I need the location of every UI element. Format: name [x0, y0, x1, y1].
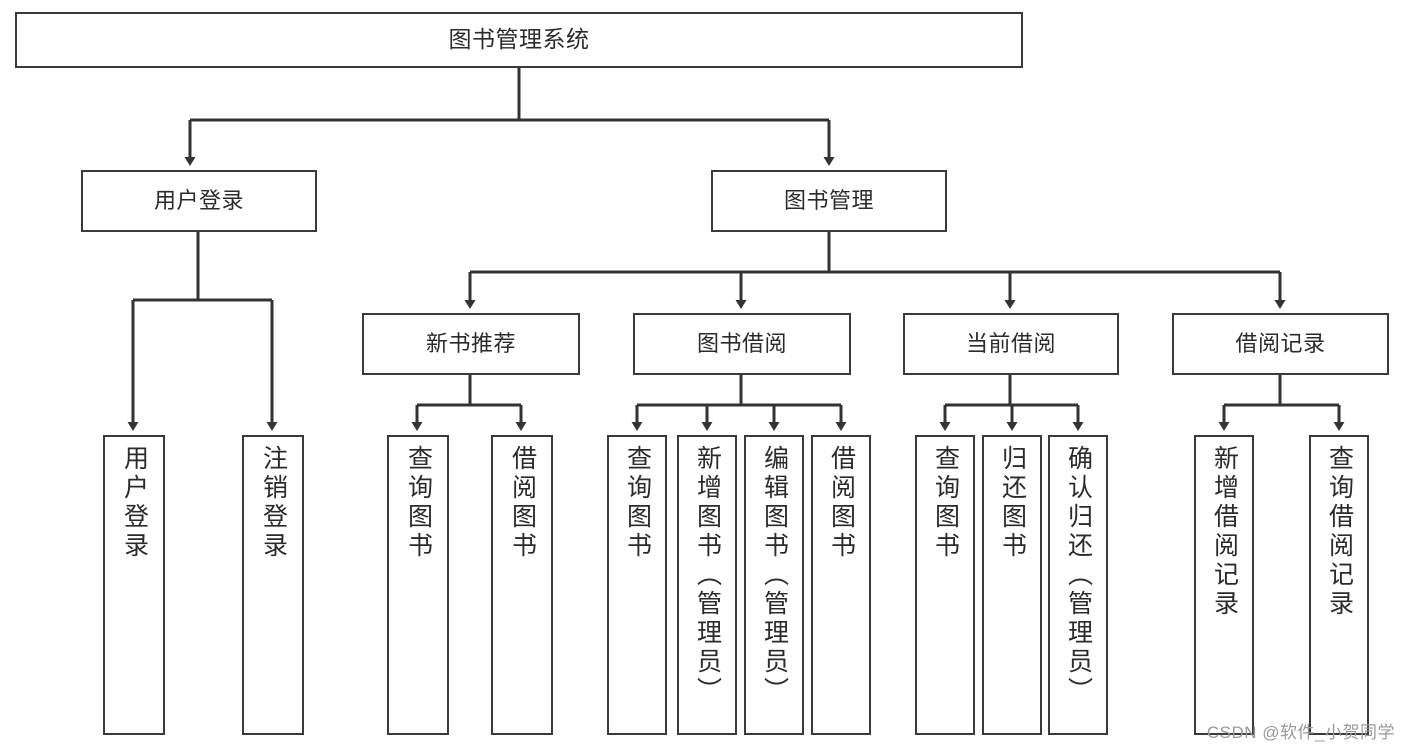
leaf-query-book-current[interactable]: 查询图书	[915, 435, 975, 735]
leaf-borrow-book-new[interactable]: 借阅图书	[491, 435, 553, 735]
leaf-add-book-admin[interactable]: 新增图书（管理员）	[677, 435, 737, 735]
node-new-book-recommendation[interactable]: 新书推荐	[362, 313, 580, 375]
leaf-query-borrow-record[interactable]: 查询借阅记录	[1309, 435, 1369, 735]
node-user-login[interactable]: 用户登录	[81, 170, 317, 232]
leaf-query-book-borrow[interactable]: 查询图书	[607, 435, 667, 735]
node-book-borrowing[interactable]: 图书借阅	[633, 313, 851, 375]
csdn-watermark: CSDN @软件_小贺同学	[1206, 723, 1395, 742]
node-borrowing-record[interactable]: 借阅记录	[1172, 313, 1389, 375]
leaf-add-borrow-record[interactable]: 新增借阅记录	[1194, 435, 1254, 735]
node-label: 图书管理系统	[448, 26, 590, 53]
node-label: 借阅图书	[508, 445, 537, 561]
node-label: 用户登录	[120, 445, 149, 561]
node-book-management[interactable]: 图书管理	[711, 170, 947, 232]
node-label: 查询图书	[404, 445, 433, 561]
leaf-edit-book-admin[interactable]: 编辑图书（管理员）	[744, 435, 804, 735]
node-label: 编辑图书（管理员）	[760, 445, 789, 706]
node-label: 新增借阅记录	[1210, 445, 1239, 619]
node-label: 图书借阅	[696, 331, 787, 357]
node-label: 用户登录	[153, 188, 244, 214]
node-label: 查询图书	[623, 445, 652, 561]
leaf-logout[interactable]: 注销登录	[242, 435, 304, 735]
node-label: 图书管理	[783, 188, 874, 214]
leaf-return-book[interactable]: 归还图书	[982, 435, 1042, 735]
node-root-book-management-system[interactable]: 图书管理系统	[15, 12, 1023, 68]
node-label: 注销登录	[259, 445, 288, 561]
node-label: 归还图书	[998, 445, 1027, 561]
node-label: 查询图书	[931, 445, 960, 561]
node-label: 借阅记录	[1235, 331, 1326, 357]
leaf-user-login[interactable]: 用户登录	[103, 435, 165, 735]
node-label: 新增图书（管理员）	[693, 445, 722, 706]
node-label: 确认归还（管理员）	[1064, 445, 1093, 706]
node-label: 借阅图书	[827, 445, 856, 561]
leaf-confirm-return-admin[interactable]: 确认归还（管理员）	[1048, 435, 1108, 735]
node-label: 查询借阅记录	[1325, 445, 1354, 619]
leaf-borrow-book[interactable]: 借阅图书	[811, 435, 871, 735]
leaf-query-book-new[interactable]: 查询图书	[387, 435, 449, 735]
node-current-borrowing[interactable]: 当前借阅	[903, 313, 1119, 375]
node-label: 当前借阅	[965, 331, 1056, 357]
node-label: 新书推荐	[425, 331, 516, 357]
